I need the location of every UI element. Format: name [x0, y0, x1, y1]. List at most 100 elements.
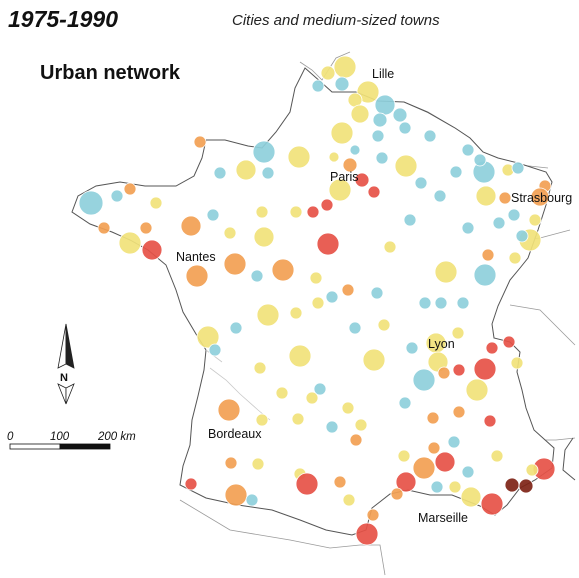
city-symbol-yellow [288, 344, 312, 368]
city-symbol-blue [430, 480, 444, 494]
city-symbol-yellow [397, 449, 411, 463]
city-symbol-yellow [451, 326, 465, 340]
city-symbol-yellow [341, 401, 355, 415]
corsica-fragment [562, 437, 576, 481]
city-symbol-red [485, 341, 499, 355]
city-symbol-blue [423, 129, 437, 143]
city-symbol-yellow [291, 412, 305, 426]
city-label-lyon: Lyon [428, 337, 455, 351]
city-symbol-red [480, 492, 504, 516]
map-title: 1975-1990 [8, 6, 118, 32]
city-label-bordeaux: Bordeaux [208, 427, 262, 441]
city-symbol-blue [447, 435, 461, 449]
city-symbol-red [452, 363, 466, 377]
city-symbol-blue [405, 341, 419, 355]
city-symbol-blue [261, 166, 275, 180]
city-symbol-blue [250, 269, 264, 283]
city-symbol-blue [392, 107, 408, 123]
city-symbol-yellow [255, 205, 269, 219]
city-symbol-blue [370, 286, 384, 300]
city-symbol-red [367, 185, 381, 199]
city-label-lille: Lille [372, 67, 394, 81]
city-symbol-blue [398, 121, 412, 135]
city-symbol-blue [325, 420, 339, 434]
city-symbol-yellow [333, 55, 357, 79]
city-symbol-yellow [508, 251, 522, 265]
city-symbol-orange [224, 483, 248, 507]
city-symbol-blue [78, 190, 104, 216]
city-symbol-blue [473, 153, 487, 167]
city-symbol-yellow [490, 449, 504, 463]
city-symbol-blue [515, 229, 529, 243]
city-symbol-red [434, 451, 456, 473]
city-symbol-blue [110, 189, 124, 203]
scale-tick-100: 100 [50, 431, 70, 443]
city-symbol-blue [311, 79, 325, 93]
city-symbol-yellow [311, 296, 325, 310]
city-symbol-yellow [350, 104, 370, 124]
city-symbol-yellow [253, 226, 275, 248]
city-symbol-blue [371, 129, 385, 143]
city-symbol-yellow [354, 418, 368, 432]
city-symbol-yellow [118, 231, 142, 255]
city-symbol-yellow [448, 480, 462, 494]
city-symbol-yellow [328, 151, 340, 163]
city-symbol-blue [374, 94, 396, 116]
city-symbol-orange [185, 264, 209, 288]
city-symbol-yellow [223, 226, 237, 240]
city-symbol-orange [223, 252, 247, 276]
city-symbol-yellow [356, 80, 380, 104]
city-symbol-orange [333, 475, 347, 489]
city-symbol-orange [217, 398, 241, 422]
city-symbol-blue [334, 76, 350, 92]
city-symbol-orange [427, 441, 441, 455]
city-symbol-red [295, 472, 319, 496]
city-symbol-yellow [434, 260, 458, 284]
city-symbol-yellow [328, 178, 352, 202]
city-symbol-orange [224, 456, 238, 470]
scale-tick-200: 200 km [97, 431, 136, 443]
city-symbol-yellow [235, 159, 257, 181]
city-symbol-blue [511, 161, 525, 175]
city-symbol-blue [418, 296, 432, 310]
city-symbol-yellow [255, 413, 269, 427]
city-symbol-yellow [289, 306, 303, 320]
city-symbol-darkred [518, 478, 534, 494]
city-symbol-orange [498, 191, 512, 205]
city-symbol-blue [461, 465, 475, 479]
city-symbol-yellow [475, 185, 497, 207]
city-symbol-orange [481, 248, 495, 262]
city-symbol-red [316, 232, 340, 256]
city-symbol-blue [245, 493, 259, 507]
city-symbol-orange [271, 258, 295, 282]
city-symbol-blue [372, 112, 388, 128]
city-symbol-blue [461, 221, 475, 235]
city-symbol-blue [252, 140, 276, 164]
city-symbol-yellow [289, 205, 303, 219]
city-symbol-yellow [320, 65, 336, 81]
city-symbol-orange [139, 221, 153, 235]
city-symbol-blue [325, 290, 339, 304]
city-symbol-yellow [330, 121, 354, 145]
city-symbol-red [395, 471, 417, 493]
city-symbol-yellow [528, 213, 542, 227]
city-symbol-orange [452, 405, 466, 419]
city-symbol-blue [398, 396, 412, 410]
city-symbol-yellow [510, 356, 524, 370]
city-symbol-yellow [309, 271, 323, 285]
city-symbol-yellow [253, 361, 267, 375]
city-symbol-orange [193, 135, 207, 149]
city-symbol-orange [426, 411, 440, 425]
city-label-marseille: Marseille [418, 511, 468, 525]
city-symbol-red [141, 239, 163, 261]
north-label: N [60, 372, 68, 384]
map-heading: Urban network [40, 62, 181, 84]
city-symbol-yellow [149, 196, 163, 210]
city-symbol-yellow [275, 386, 289, 400]
city-symbol-yellow [460, 486, 482, 508]
city-symbol-red [502, 335, 516, 349]
city-symbol-red [320, 198, 334, 212]
city-label-nantes: Nantes [176, 250, 216, 264]
city-symbol-yellow [394, 154, 418, 178]
city-symbol-yellow [287, 145, 311, 169]
